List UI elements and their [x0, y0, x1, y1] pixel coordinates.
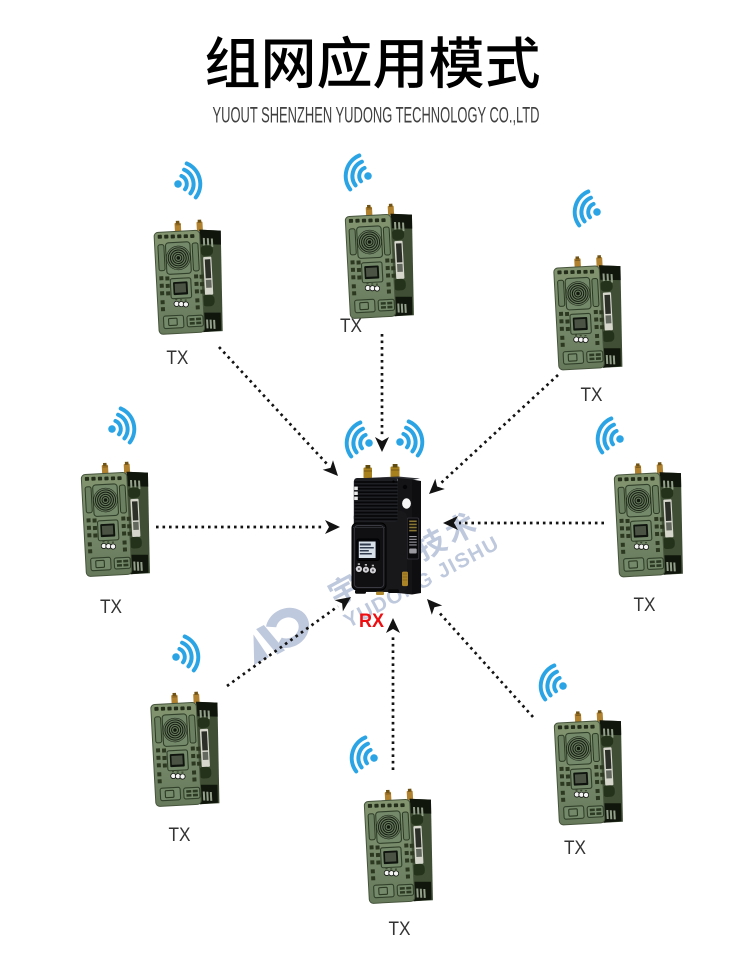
svg-text:TX: TX — [340, 315, 362, 337]
svg-text:TX: TX — [581, 384, 603, 406]
svg-text:TX: TX — [564, 837, 586, 859]
svg-text:TX: TX — [634, 594, 656, 616]
svg-text:TX: TX — [166, 347, 188, 369]
svg-text:TX: TX — [389, 918, 411, 940]
svg-text:RX: RX — [359, 610, 384, 632]
svg-text:YUOUT SHENZHEN YUDONG TECHNOLO: YUOUT SHENZHEN YUDONG TECHNOLOGY CO.,LTD — [213, 103, 540, 128]
svg-text:TX: TX — [100, 596, 122, 618]
svg-text:TX: TX — [169, 824, 191, 846]
